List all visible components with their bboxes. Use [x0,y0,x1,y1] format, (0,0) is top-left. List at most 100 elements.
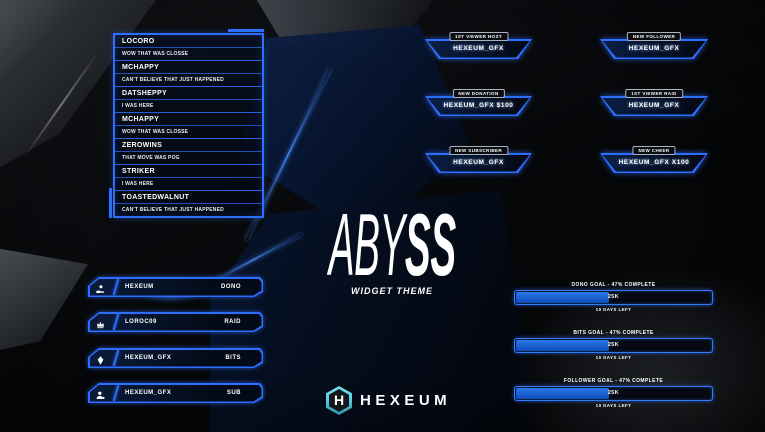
alert-widget: NEW CHEER HEXEUM_GFX X100 [600,146,708,173]
alert-banner-bg [427,97,530,115]
background-shard [0,248,88,350]
chat-text: CAN'T BELIEVE THAT JUST HAPPENED [122,77,224,83]
chat-text: I WAS HERE [122,103,154,109]
alert-username: HEXEUM_GFX X100 [618,159,690,166]
sub-icon [95,388,106,399]
raid-icon [95,317,106,328]
event-username: LOROC09 [125,319,157,325]
title-light-part: ABY [328,195,406,294]
event-username: HEXEUM_GFX [125,390,172,396]
donation-icon [95,282,106,293]
hexeum-hexagon-icon: H [326,386,352,415]
alert-type-label: 1ST VIEWER HOST [448,32,509,41]
goal-time-remaining: 10 DAYS LEFT [595,403,632,408]
chat-text: WOW THAT WAS CLOSSE [122,51,189,57]
event-type: BITS [225,355,241,361]
alerts-grid: 1ST VIEWER HOST HEXEUM_GFX NEW FOLLOWER … [425,32,708,173]
chat-message: TOASTEDWALNUT CAN'T BELIEVE THAT JUST HA… [115,191,262,217]
alert-banner-bg [602,154,706,172]
event-row-bg [90,350,262,367]
goal-title: FOLLOWER GOAL - 47% COMPLETE [563,378,664,384]
alert-widget: NEW DONATION HEXEUM_GFX $100 [425,89,532,116]
event-list-item: HEXEUM DONO [88,277,263,297]
event-row-bg [90,385,262,402]
chat-username: MCHAPPY [115,61,262,74]
event-type: RAID [224,319,241,325]
logo-wordmark: HEXEUM [360,392,452,409]
goal-progress-bar: 25K [514,338,713,353]
chat-message: LOCORO WOW THAT WAS CLOSSE [115,35,262,61]
chat-message-list: LOCORO WOW THAT WAS CLOSSE MCHAPPY CAN'T… [115,35,262,217]
goal-widget: BITS GOAL - 47% COMPLETE 25K 10 DAYS LEF… [514,330,713,360]
theme-title: ABYSS [242,201,542,289]
chat-message: MCHAPPY CAN'T BELIEVE THAT JUST HAPPENED [115,61,262,87]
chat-text: I WAS HERE [122,181,154,187]
event-username: HEXEUM [125,284,154,290]
event-list: HEXEUM DONO LOROC09 RAID HEXEUM_GFX BITS… [88,277,263,407]
goal-title: BITS GOAL - 47% COMPLETE [573,330,654,336]
alert-type-label: 1ST VIEWER RAID [625,89,683,98]
chat-message: ZEROWINS THAT MOVE WAS POG [115,139,262,165]
alert-banner: HEXEUM_GFX $100 [425,96,532,116]
theme-title-block: ABYSS WIDGET THEME [242,201,542,297]
alert-widget: 1ST VIEWER RAID HEXEUM_GFX [600,89,708,116]
event-type: SUB [226,390,241,396]
event-type: DONO [221,284,241,290]
goal-widget: FOLLOWER GOAL - 47% COMPLETE 25K 10 DAYS… [514,378,713,408]
chat-username: LOCORO [115,35,262,48]
chat-text: WOW THAT WAS CLOSSE [122,129,189,135]
goal-value: 25K [607,294,620,300]
theme-subtitle: WIDGET THEME [351,286,433,296]
chat-username: MCHAPPY [115,113,262,126]
alert-banner: HEXEUM_GFX [600,39,708,59]
goal-progress-fill [516,388,609,399]
alert-type-label: NEW SUBSCRIBER [448,146,509,155]
bits-icon [95,353,106,365]
chat-text: CAN'T BELIEVE THAT JUST HAPPENED [122,207,224,213]
chat-box-widget: LOCORO WOW THAT WAS CLOSSE MCHAPPY CAN'T… [109,29,264,218]
goal-time-remaining: 10 DAYS LEFT [595,355,632,360]
title-bold-part: SS [404,195,456,294]
chat-username: STRIKER [115,165,262,178]
logo-letter: H [333,392,345,408]
goal-progress-bar: 25K [514,290,713,305]
goal-value: 25K [607,342,620,348]
goal-widget: DONO GOAL - 47% COMPLETE 25K 10 DAYS LEF… [514,282,713,312]
chat-message: MCHAPPY WOW THAT WAS CLOSSE [115,113,262,139]
alert-type-label: NEW DONATION [452,89,505,98]
alert-banner-bg [602,40,706,58]
event-list-item: LOROC09 RAID [88,312,263,332]
chat-username: TOASTEDWALNUT [115,191,262,204]
alert-banner-bg [427,154,530,172]
alert-banner: HEXEUM_GFX [425,153,532,173]
alert-banner-bg [427,40,530,58]
alert-banner: HEXEUM_GFX [425,39,532,59]
goal-title: DONO GOAL - 47% COMPLETE [571,282,656,288]
goal-value: 25K [607,390,620,396]
alert-widget: 1ST VIEWER HOST HEXEUM_GFX [425,32,532,59]
chat-username: DATSHEPPY [115,87,262,100]
alert-widget: NEW FOLLOWER HEXEUM_GFX [600,32,708,59]
chat-text: THAT MOVE WAS POG [122,155,180,161]
chat-username: ZEROWINS [115,139,262,152]
alert-type-label: NEW FOLLOWER [626,32,682,41]
goals-list: DONO GOAL - 47% COMPLETE 25K 10 DAYS LEF… [514,282,713,426]
alert-widget: NEW SUBSCRIBER HEXEUM_GFX [425,146,532,173]
chat-message: STRIKER I WAS HERE [115,165,262,191]
alert-banner: HEXEUM_GFX [600,96,708,116]
alert-username: HEXEUM_GFX [453,159,504,166]
alert-username: HEXEUM_GFX [453,45,504,52]
goal-progress-fill [516,340,609,351]
chat-message: DATSHEPPY I WAS HERE [115,87,262,113]
goal-time-remaining: 10 DAYS LEFT [595,307,632,312]
event-list-item: HEXEUM_GFX BITS [88,348,263,368]
event-row-bg [90,314,262,331]
event-row-bg [90,279,262,296]
event-list-item: HEXEUM_GFX SUB [88,383,263,403]
alert-banner: HEXEUM_GFX X100 [600,153,708,173]
alert-banner-bg [602,97,706,115]
alert-username: HEXEUM_GFX $100 [443,102,514,109]
alert-username: HEXEUM_GFX [628,102,680,109]
event-username: HEXEUM_GFX [125,355,172,361]
